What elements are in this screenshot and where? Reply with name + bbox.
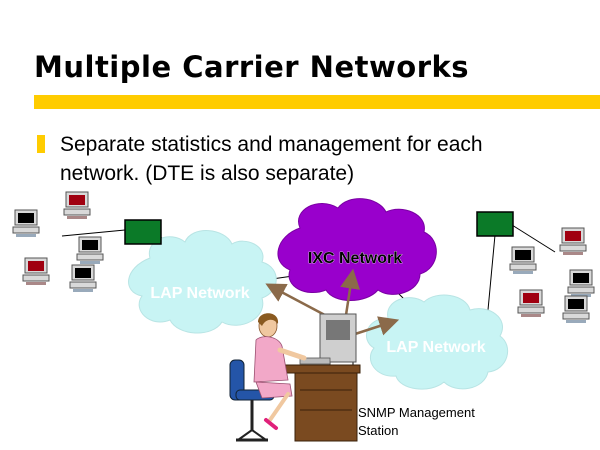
slide-title: Multiple Carrier Networks: [34, 50, 470, 84]
ixc-network-label: IXC Network: [308, 250, 402, 267]
lap-network-left-cloud: LAP Network: [128, 230, 277, 334]
management-station-figure: [229, 313, 361, 442]
computer-icons-right: [509, 227, 595, 324]
switch-left: [124, 219, 162, 245]
ixc-network-cloud: IXC Network: [277, 198, 437, 301]
computer-icons-left: [12, 191, 104, 293]
switch-right: [476, 211, 514, 237]
lap-network-left-label: LAP Network: [150, 285, 249, 302]
bullet-marker: [37, 135, 45, 153]
lap-network-right-cloud: LAP Network: [365, 294, 509, 390]
lap-network-right-label: LAP Network: [386, 339, 485, 356]
title-underline-bar: [34, 95, 600, 109]
station-caption: SNMP Management Station: [358, 405, 475, 438]
bullet-text: Separate statistics and management for e…: [60, 133, 483, 185]
